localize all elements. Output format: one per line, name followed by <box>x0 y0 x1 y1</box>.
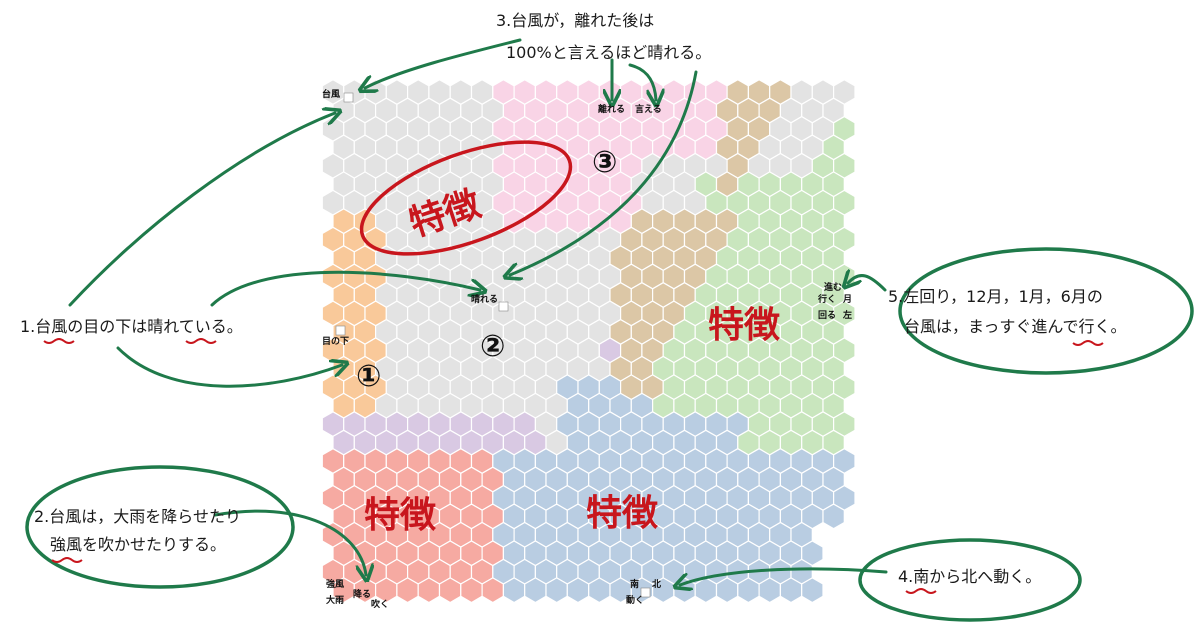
label-ieru: 言える <box>635 103 662 115</box>
label-kita: 北 <box>652 578 661 590</box>
label-ooame: 大雨 <box>326 594 344 606</box>
label-mawaru: 回る <box>818 310 836 321</box>
hex-cell-red <box>481 577 504 604</box>
hex-cell-blue <box>545 577 568 604</box>
label-furu: 降る <box>353 588 371 600</box>
label-minami: 南 <box>630 578 639 590</box>
grid-labels: 台風 離れる 言える 晴れる 目の下 進む 行く 月 回る 左 強風 降る 大雨… <box>322 88 852 610</box>
underline-2 <box>51 557 83 563</box>
label-kyofu: 強風 <box>326 578 344 590</box>
handwritten-number-3: ③ <box>592 145 617 180</box>
hex-cell-red <box>375 577 398 604</box>
handwritten-number-2: ② <box>480 329 505 364</box>
annotation-1: 1.台風の目の下は晴れている。 <box>20 317 243 336</box>
label-tsuki: 月 <box>842 294 852 305</box>
underline-1b <box>185 338 217 344</box>
label-hareru: 晴れる <box>471 293 498 305</box>
label-hanareru: 離れる <box>598 103 625 115</box>
hex-cell-blue <box>715 577 739 604</box>
arrow-to-taifu <box>68 113 335 307</box>
hex-cell-blue <box>694 577 718 604</box>
annotation-5-line2: 台風は，まっすぐ進んで行く。 <box>904 317 1127 336</box>
arrow-to-kyofu <box>213 509 366 575</box>
hex-cell-blue <box>566 577 590 604</box>
annotation-2-line1: 2.台風は，大雨を降らせたり <box>34 507 241 526</box>
hex-cell-blue <box>502 577 526 604</box>
hex-cell-red <box>438 577 462 604</box>
label-me-no-shita: 目の下 <box>322 336 349 347</box>
hex-cell-blue <box>822 503 845 530</box>
underline-4 <box>905 588 937 594</box>
handwritten-number-1: ① <box>356 359 381 394</box>
loop-annotation-5 <box>898 247 1194 375</box>
tokucho-mark-4: 特徴 <box>586 492 659 534</box>
annotation-5-line1: 5.左回り，12月，1月，6月の <box>888 287 1103 306</box>
arrow-to-hareru-2 <box>510 70 698 275</box>
label-iku: 行く <box>817 293 836 305</box>
loop-annotation-2 <box>25 465 295 589</box>
hex-cell-blue <box>524 577 547 604</box>
hex-cell-blue <box>588 577 611 604</box>
label-fuku: 吹く <box>371 598 389 610</box>
arrow-to-ieru <box>628 63 656 100</box>
label-susumu: 進む <box>824 281 842 293</box>
arrow-to-taifu-top <box>365 38 522 88</box>
hex-cell-red <box>396 577 419 604</box>
hex-cell-blue <box>758 577 782 604</box>
annotation-2-line2: 強風を吹かせたりする。 <box>50 535 226 554</box>
arrow-to-susumu <box>848 276 887 292</box>
hex-cell-blue <box>737 577 760 604</box>
annotation-3-line2: 100%と言えるほど晴れる。 <box>506 43 711 62</box>
tokucho-mark-3: 特徴 <box>364 494 437 536</box>
annotation-3-line1: 3.台風が，離れた後は <box>496 11 654 30</box>
hex-cell-red <box>417 577 441 604</box>
hex-cell-red <box>460 577 483 604</box>
underline-5 <box>1072 340 1104 346</box>
label-hidari: 左 <box>842 309 852 321</box>
tokucho-mark-2: 特徴 <box>708 304 781 346</box>
hex-cell-blue <box>801 577 824 604</box>
arrow-to-me-no-shita <box>116 346 342 388</box>
arrow-to-minami <box>680 567 888 585</box>
red-loop-tokucho <box>359 140 573 256</box>
arrow-to-hareru <box>210 270 480 307</box>
label-ugoku: 動く <box>626 594 644 606</box>
hex-cell-blue <box>779 577 803 604</box>
loop-annotation-4 <box>858 538 1082 622</box>
annotation-4: 4.南から北へ動く。 <box>898 567 1041 586</box>
underline-1 <box>43 338 75 344</box>
label-taifu: 台風 <box>322 88 340 100</box>
